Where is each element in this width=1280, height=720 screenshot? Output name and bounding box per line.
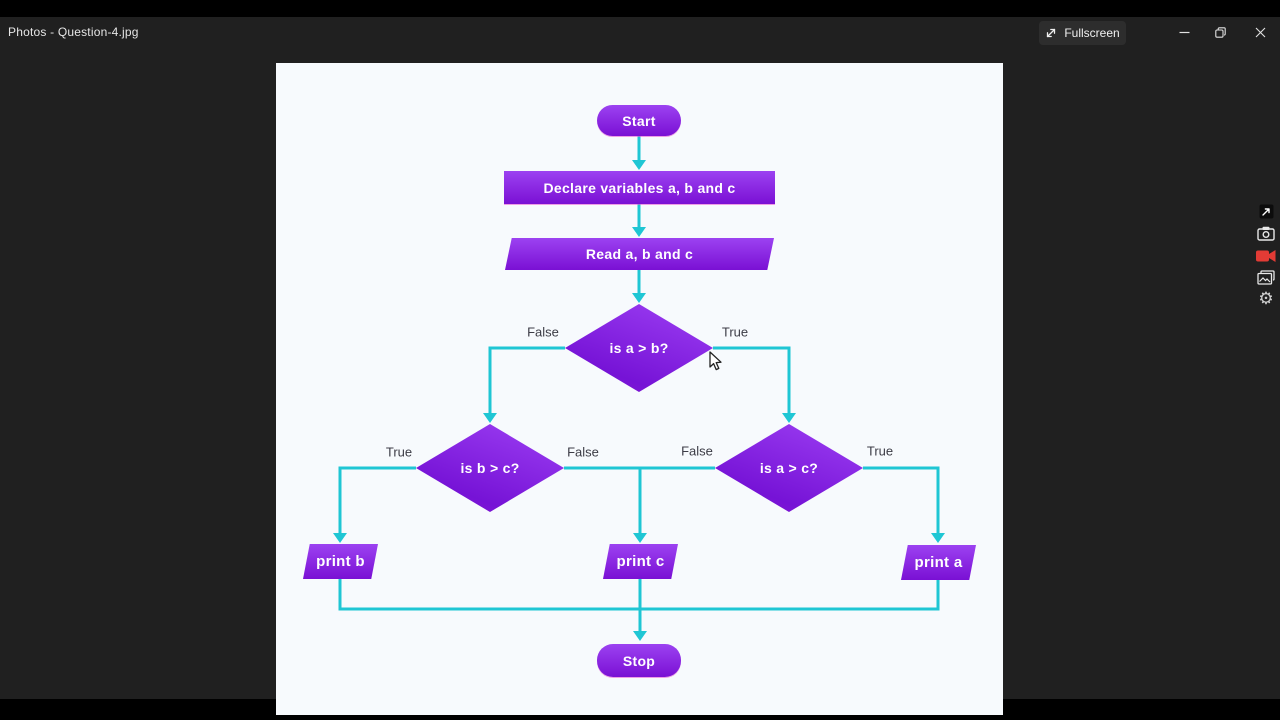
flowchart-connectors — [333, 136, 945, 641]
window-title: Photos - Question-4.jpg — [8, 25, 139, 39]
minimize-button[interactable] — [1164, 17, 1204, 47]
photos-app-window: Photos - Question-4.jpg Fullscreen — [0, 17, 1280, 715]
node-label: is a > c? — [759, 460, 819, 476]
pointer-panel-icon[interactable] — [1255, 203, 1277, 220]
node-label: Declare variables a, b and c — [543, 179, 736, 196]
fullscreen-button[interactable]: Fullscreen — [1039, 21, 1126, 45]
branch-label-a-gt-b-true: True — [721, 324, 749, 340]
node-label: is a > b? — [609, 340, 669, 356]
flowchart-node-stop: Stop — [597, 644, 681, 677]
fullscreen-icon — [1045, 27, 1057, 39]
flowchart-node-print-b: print b — [303, 544, 378, 579]
node-label: Start — [622, 112, 656, 129]
fullscreen-label: Fullscreen — [1064, 26, 1120, 40]
flowchart-node-declare: Declare variables a, b and c — [504, 171, 775, 204]
recorder-overlay-toolbar: ⚙ — [1252, 203, 1280, 308]
branch-label-a-gt-b-false: False — [527, 324, 559, 340]
node-label: is b > c? — [460, 460, 520, 476]
branch-label-a-gt-c-false: False — [681, 443, 713, 459]
branch-label-b-gt-c-true: True — [385, 444, 413, 460]
flowchart-node-start: Start — [597, 105, 681, 136]
node-label: print b — [316, 553, 365, 570]
flowchart-node-print-a: print a — [901, 545, 976, 580]
video-record-icon[interactable] — [1255, 247, 1277, 264]
close-button[interactable] — [1240, 17, 1280, 47]
branch-label-a-gt-c-true: True — [866, 443, 894, 459]
node-label: Read a, b and c — [585, 246, 694, 262]
mouse-cursor — [709, 351, 722, 371]
branch-label-b-gt-c-false: False — [567, 444, 599, 460]
photo-canvas[interactable]: Start Declare variables a, b and c Read … — [276, 63, 1003, 715]
node-label: Stop — [622, 652, 656, 669]
titlebar: Photos - Question-4.jpg Fullscreen — [0, 17, 1280, 47]
camera-icon[interactable] — [1255, 225, 1277, 242]
settings-gear-icon[interactable]: ⚙ — [1258, 289, 1274, 309]
node-label: print c — [616, 553, 665, 570]
maximize-restore-button[interactable] — [1200, 17, 1240, 47]
gallery-icon[interactable] — [1255, 269, 1277, 286]
flowchart-node-print-c: print c — [603, 544, 678, 579]
flowchart-node-read: Read a, b and c — [505, 238, 774, 270]
node-label: print a — [914, 554, 963, 571]
